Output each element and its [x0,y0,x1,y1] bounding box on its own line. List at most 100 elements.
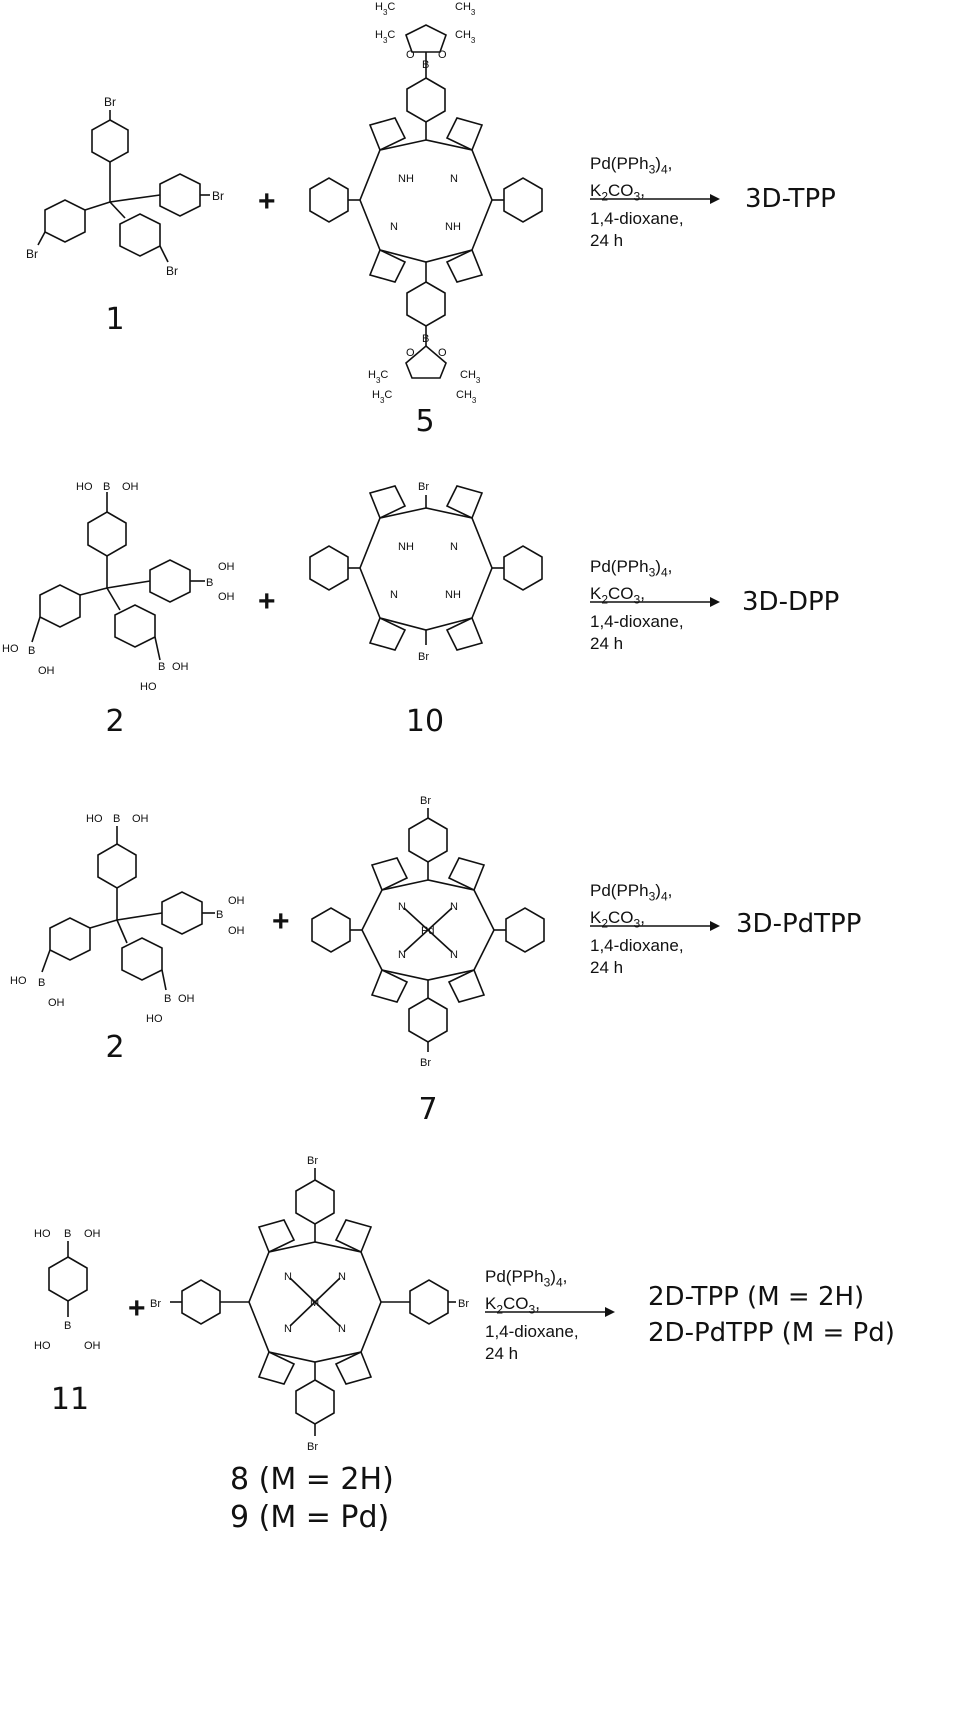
solvent-label: 1,4-dioxane, [590,612,684,631]
oh-label: OH [218,561,235,573]
b-label: B [64,1320,71,1332]
oh-label: OH [38,665,55,677]
n-label: N [450,173,458,185]
o-label: O [438,347,447,359]
n-label: N [284,1323,292,1335]
compound-2-number: 2 [105,704,125,739]
ho-label: HO [34,1340,51,1352]
plus-sign: + [258,585,276,618]
reaction-conditions: Pd(PPh3)4, K2CO3, [485,1266,567,1321]
solvent-label: 1,4-dioxane, [590,936,684,955]
product-2d-tpp: 2D-TPP (M = 2H) [648,1282,865,1312]
n-label: N [390,589,398,601]
ch3-label: CH3 [456,389,477,405]
product-3d-pdtpp: 3D-PdTPP [736,909,862,939]
plus-sign: + [258,185,276,218]
compound-1-number: 1 [105,302,125,337]
nh-label: NH [398,541,414,553]
b-label: B [164,993,171,1005]
oh-label: OH [228,895,245,907]
b-label: B [422,333,429,345]
compound-9-number: 9 (M = Pd) [230,1500,390,1535]
oh-label: OH [228,925,245,937]
compound-5-structure: H3C CH3 H3C CH3 O O B NH N N NH B O O H3… [300,0,560,410]
reaction-conditions-below: 1,4-dioxane, 24 h [485,1321,579,1365]
ho-label: HO [10,975,27,987]
b-label: B [103,481,110,493]
compound-11-number: 11 [50,1382,90,1417]
n-label: N [450,949,458,961]
oh-label: OH [132,813,149,825]
o-label: O [406,49,415,61]
m-label: M [310,1297,319,1309]
h3c-label: H3C [372,389,392,405]
time-label: 24 h [590,958,624,977]
product-3d-dpp: 3D-DPP [742,587,840,617]
ho-label: HO [146,1013,163,1025]
br-label: Br [26,247,38,261]
base-label: K2CO3, [590,181,645,204]
ho-label: HO [140,681,157,693]
b-label: B [38,977,45,989]
compound-2-structure: HO B OH B OH OH HO B OH B OH HO [0,470,240,705]
plus-sign: + [128,1292,146,1325]
br-label: Br [420,795,431,807]
n-label: N [450,901,458,913]
reaction-arrow [590,194,720,204]
product-3d-tpp: 3D-TPP [745,184,836,214]
nh-label: NH [398,173,414,185]
h3c-label: H3C [375,29,395,45]
nh-label: NH [445,221,461,233]
b-label: B [206,577,213,589]
br-label: Br [418,651,429,663]
reaction-conditions-below: 1,4-dioxane, 24 h [590,208,684,252]
base-label: K2CO3, [485,1294,540,1317]
n-label: N [284,1271,292,1283]
compound-1-structure: Br Br Br Br [20,90,240,300]
compound-10-structure: Br NH N N NH Br [300,470,560,705]
h3c-label: H3C [375,1,395,17]
reaction-conditions: Pd(PPh3)4, K2CO3, [590,556,672,611]
br-label: Br [307,1441,318,1453]
compound-10-number: 10 [405,704,445,739]
product-2d-pdtpp: 2D-PdTPP (M = Pd) [648,1318,895,1348]
ho-label: HO [86,813,103,825]
o-label: O [438,49,447,61]
h3c-label: H3C [368,369,388,385]
n-label: N [398,901,406,913]
plus-sign: + [272,905,290,938]
oh-label: OH [48,997,65,1009]
br-label: Br [150,1298,161,1310]
n-label: N [338,1323,346,1335]
oh-label: OH [122,481,139,493]
catalyst-label: Pd(PPh3)4, [590,557,673,580]
br-label: Br [166,264,178,278]
br-label: Br [104,95,116,109]
nh-label: NH [445,589,461,601]
oh-label: OH [172,661,189,673]
b-label: B [422,59,429,71]
compound-2-structure: HO B OH B OH OH HO B OH B OH HO [0,800,250,1035]
solvent-label: 1,4-dioxane, [590,209,684,228]
br-label: Br [212,189,224,203]
oh-label: OH [84,1228,101,1240]
time-label: 24 h [590,231,624,250]
br-label: Br [418,481,429,493]
ch3-label: CH3 [455,29,476,45]
reaction-arrow [485,1307,615,1317]
solvent-label: 1,4-dioxane, [485,1322,579,1341]
compound-5-number: 5 [415,404,435,439]
compound-7-number: 7 [418,1092,438,1127]
b-label: B [113,813,120,825]
time-label: 24 h [485,1344,519,1363]
b-label: B [158,661,165,673]
reaction-conditions: Pd(PPh3)4, K2CO3, [590,880,672,935]
reaction-arrow [590,597,720,607]
compound-8-number: 8 (M = 2H) [230,1462,394,1497]
catalyst-label: Pd(PPh3)4, [590,881,673,904]
br-label: Br [307,1155,318,1167]
compound-11-structure: HO B OH B HO OH [20,1215,120,1385]
n-label: N [450,541,458,553]
compound-2-number: 2 [105,1030,125,1065]
pd-label: Pd [421,925,434,937]
